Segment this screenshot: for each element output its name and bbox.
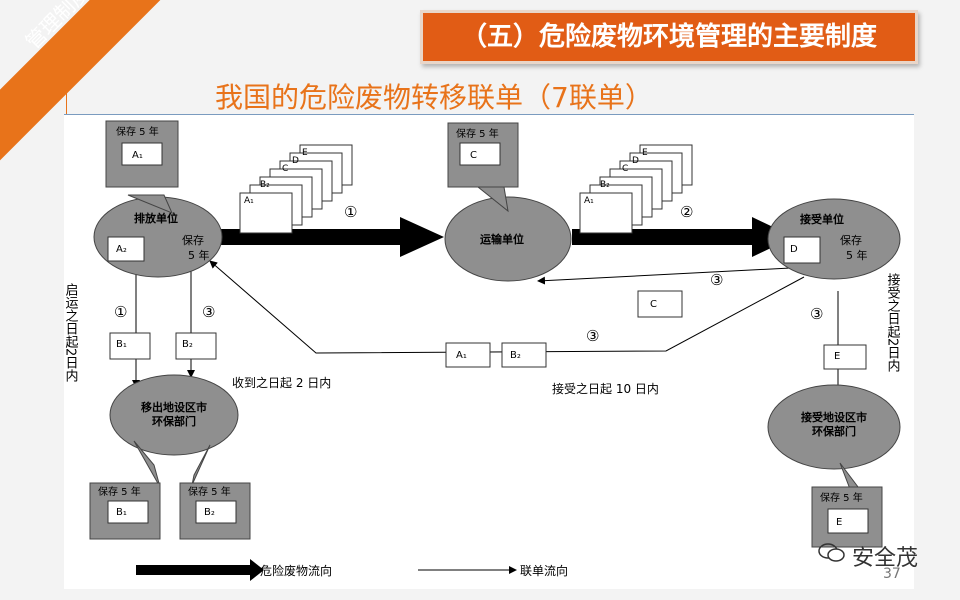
receiver-years: 5 年 bbox=[846, 248, 868, 262]
wechat-icon bbox=[818, 543, 845, 562]
transporter-node bbox=[444, 196, 572, 282]
manifest-flow-diagram: 排放单位 运输单位 接受单位 移出地设区市 环保部门 接受地设区市 环保部门 保… bbox=[63, 120, 901, 581]
dest-epb-node bbox=[767, 384, 901, 470]
dest-epb-label-2: 环保部门 bbox=[812, 424, 856, 438]
callout-origin-b2: 保存 5 年 B₂ bbox=[179, 444, 251, 540]
callout-origin-b2-text: 保存 5 年 bbox=[188, 485, 231, 498]
doc-e-onpath bbox=[823, 344, 867, 370]
doc-b2-onpath-label: B₂ bbox=[182, 339, 193, 350]
receiver-label: 接受单位 bbox=[800, 212, 844, 226]
receiver-keep: 保存 bbox=[840, 233, 862, 247]
note-within-10-days: 接受之日起 10 日内 bbox=[552, 381, 659, 396]
stack1-b2: B₂ bbox=[260, 180, 270, 190]
step-1-label: ① bbox=[344, 203, 357, 221]
doc-a2-label: A₂ bbox=[116, 244, 127, 255]
origin-epb-label-2: 环保部门 bbox=[152, 414, 196, 428]
transporter-label: 运输单位 bbox=[480, 232, 524, 246]
manifest-stack-2: E D C B₂ A₁ bbox=[579, 144, 693, 234]
callout-origin-b1-text: 保存 5 年 bbox=[98, 485, 141, 498]
callout-dest-doc: E bbox=[836, 517, 842, 528]
step-1-b1-label: ① bbox=[114, 303, 127, 321]
generator-keep: 保存 bbox=[182, 233, 204, 247]
stack1-e: E bbox=[302, 148, 308, 158]
header-title: （五）危险废物环境管理的主要制度 bbox=[460, 22, 877, 52]
callout-generator: 保存 5 年 A₁ bbox=[105, 120, 179, 214]
step-3-c-label: ③ bbox=[710, 271, 723, 289]
diagram-panel: 排放单位 运输单位 接受单位 移出地设区市 环保部门 接受地设区市 环保部门 保… bbox=[63, 114, 914, 589]
generator-label: 排放单位 bbox=[134, 211, 178, 225]
stack2-e: E bbox=[642, 148, 648, 158]
stack1-c: C bbox=[282, 164, 288, 174]
step-3-b2-label: ③ bbox=[202, 303, 215, 321]
doc-d bbox=[783, 236, 821, 264]
step-3-e-label: ③ bbox=[810, 305, 823, 323]
legend: 危险废物流向 联单流向 bbox=[136, 559, 568, 581]
stack2-b2: B₂ bbox=[600, 180, 610, 190]
step-2-label: ② bbox=[680, 203, 693, 221]
note-within-2-days-received: 收到之日起 2 日内 bbox=[232, 376, 331, 390]
note-accept-vertical: 接受之日起2日内 bbox=[885, 272, 901, 373]
doc-b2-return-label: B₂ bbox=[510, 350, 521, 361]
doc-a1-onpath bbox=[445, 342, 491, 368]
origin-epb-label: 移出地设区市 bbox=[141, 400, 207, 414]
return-line-ab bbox=[209, 260, 805, 354]
page-number: 37 bbox=[883, 566, 901, 582]
callout-origin-b1-doc: B₁ bbox=[116, 507, 127, 518]
stack1-a1: A₁ bbox=[244, 196, 254, 206]
doc-a2 bbox=[107, 236, 145, 262]
step-3-ab-label: ③ bbox=[586, 327, 599, 345]
callout-origin-b1: 保存 5 年 B₁ bbox=[89, 440, 161, 540]
doc-c-onpath-label: C bbox=[650, 299, 657, 310]
dest-epb-label: 接受地设区市 bbox=[801, 410, 867, 424]
callout-origin-b2-doc: B₂ bbox=[204, 507, 215, 518]
callout-dest-text: 保存 5 年 bbox=[820, 491, 863, 504]
callout-transporter-doc: C bbox=[470, 150, 477, 161]
note-dispatch-vertical: 启运之日起2日内 bbox=[64, 283, 78, 384]
doc-e-onpath-label: E bbox=[834, 351, 840, 362]
stack1-d: D bbox=[292, 156, 299, 166]
doc-d-label: D bbox=[790, 244, 798, 255]
callout-generator-doc: A₁ bbox=[132, 150, 143, 161]
callout-transporter-text: 保存 5 年 bbox=[456, 127, 499, 140]
legend-waste-flow: 危险废物流向 bbox=[260, 563, 332, 578]
watermark-text: 安全茂 bbox=[852, 546, 919, 571]
generator-years: 5 年 bbox=[188, 248, 210, 262]
header-banner: （五）危险废物环境管理的主要制度 bbox=[420, 10, 918, 64]
slide-subtitle: 我国的危险废物转移联单（7联单） bbox=[215, 81, 653, 114]
legend-thick-arrow bbox=[136, 565, 254, 575]
doc-b1-onpath-label: B₁ bbox=[116, 339, 127, 350]
doc-b1-onpath bbox=[109, 332, 151, 360]
manifest-stack-1: E D C B₂ A₁ bbox=[239, 144, 353, 234]
doc-b2-return bbox=[501, 342, 547, 368]
doc-b2-onpath bbox=[175, 332, 217, 360]
stack2-c: C bbox=[622, 164, 628, 174]
stack2-d: D bbox=[632, 156, 639, 166]
callout-dest: 保存 5 年 E bbox=[811, 462, 883, 548]
origin-epb-node bbox=[109, 374, 239, 456]
callout-generator-text: 保存 5 年 bbox=[116, 125, 159, 138]
callout-transporter: 保存 5 年 C bbox=[447, 122, 519, 213]
legend-manifest-flow: 联单流向 bbox=[520, 563, 568, 578]
doc-a1-onpath-label: A₁ bbox=[456, 350, 467, 361]
stack2-a1: A₁ bbox=[584, 196, 594, 206]
return-line-c bbox=[537, 266, 811, 285]
doc-c-onpath bbox=[637, 290, 683, 318]
